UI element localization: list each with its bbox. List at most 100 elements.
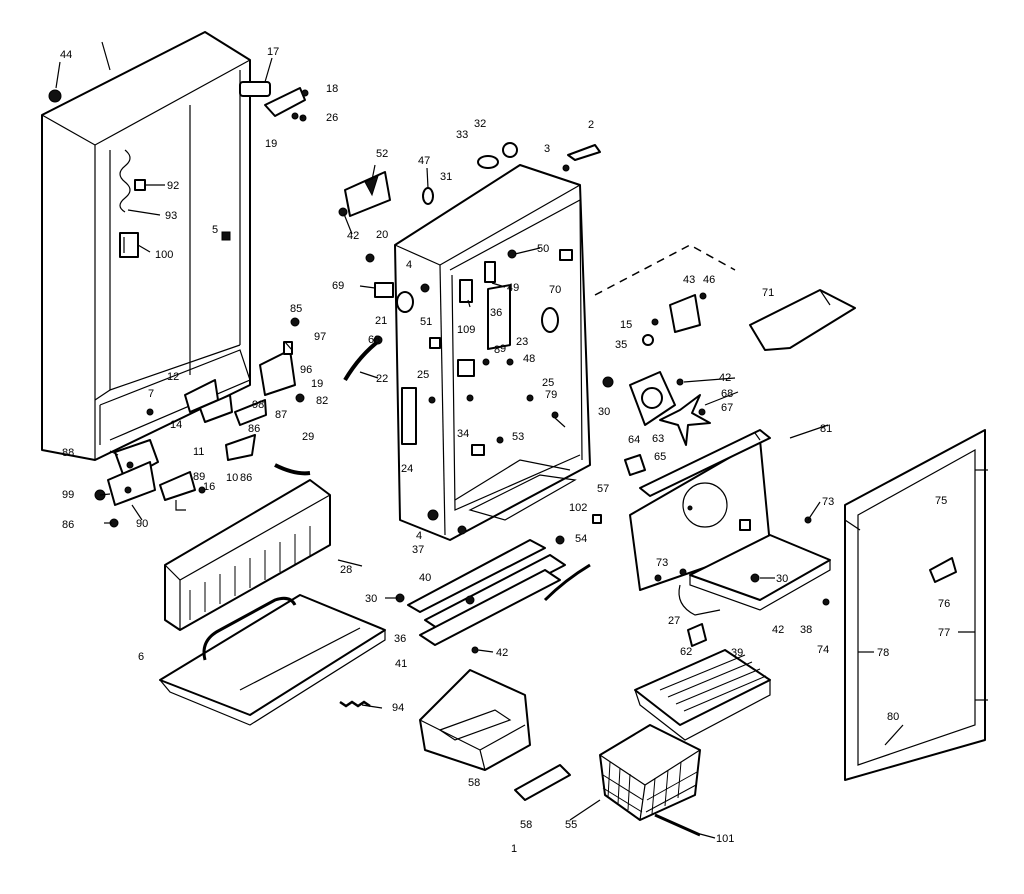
label-67: 67 — [721, 402, 733, 414]
bracket-100 — [119, 232, 139, 258]
label-89: 89 — [193, 471, 205, 483]
door-gasket-75 — [844, 429, 988, 781]
label-14: 14 — [170, 419, 182, 431]
label-48: 48 — [523, 353, 535, 365]
label-8: 8 — [494, 344, 500, 356]
label-102: 102 — [569, 502, 587, 514]
label-24: 24 — [401, 463, 413, 475]
label-15: 15 — [620, 319, 632, 331]
label-23: 23 — [516, 336, 528, 348]
label-76: 76 — [938, 598, 950, 610]
label-32: 32 — [474, 118, 486, 130]
label-44: 44 — [60, 49, 72, 61]
label-10: 10 — [226, 472, 238, 484]
label-51: 51 — [420, 316, 432, 328]
label-71: 71 — [762, 287, 774, 299]
label-64: 64 — [628, 434, 640, 446]
label-96: 96 — [300, 364, 312, 376]
label-42d: 42 — [772, 624, 784, 636]
label-68a: 68 — [368, 334, 380, 346]
label-19b: 19 — [311, 378, 323, 390]
label-90: 90 — [136, 518, 148, 530]
leader-lines — [55, 57, 975, 839]
label-4a: 4 — [406, 259, 412, 271]
tube-29 — [274, 463, 311, 476]
hinge-bottom-parts — [146, 317, 305, 461]
label-47: 47 — [418, 155, 430, 167]
label-28: 28 — [340, 564, 352, 576]
screw-44 — [48, 89, 62, 103]
heater-wire-92 — [119, 149, 146, 213]
label-42a: 42 — [347, 230, 359, 242]
spring-94 — [339, 700, 371, 708]
label-21: 21 — [375, 315, 387, 327]
label-42b: 42 — [719, 372, 731, 384]
label-80: 80 — [887, 711, 899, 723]
label-26: 26 — [326, 112, 338, 124]
label-1: 1 — [511, 843, 517, 855]
label-86a: 86 — [248, 423, 260, 435]
label-2: 2 — [588, 119, 594, 131]
grille-28 — [164, 479, 331, 631]
label-4b: 4 — [416, 530, 422, 542]
label-57: 57 — [597, 483, 609, 495]
label-38: 38 — [800, 624, 812, 636]
shelf-rails-40 — [395, 514, 602, 654]
label-93: 93 — [165, 210, 177, 222]
label-65: 65 — [654, 451, 666, 463]
label-55: 55 — [565, 819, 577, 831]
label-5: 5 — [212, 224, 218, 236]
label-99: 99 — [62, 489, 74, 501]
label-94: 94 — [392, 702, 404, 714]
clip-5 — [221, 231, 231, 241]
label-82: 82 — [316, 395, 328, 407]
label-68b: 68 — [721, 388, 733, 400]
outer-cabinet — [41, 31, 251, 461]
label-41: 41 — [395, 658, 407, 670]
fan-motor-63 — [602, 371, 711, 446]
freezer-liner — [394, 164, 591, 541]
label-73a: 73 — [822, 496, 834, 508]
thermostat-43 — [642, 292, 707, 346]
label-6: 6 — [138, 651, 144, 663]
label-97: 97 — [314, 331, 326, 343]
cabinet-liner-back — [99, 349, 251, 445]
label-35: 35 — [615, 339, 627, 351]
label-30a: 30 — [598, 406, 610, 418]
label-29: 29 — [302, 431, 314, 443]
label-27: 27 — [668, 615, 680, 627]
label-63: 63 — [652, 433, 664, 445]
label-75: 75 — [935, 495, 947, 507]
label-3: 3 — [544, 143, 550, 155]
label-70: 70 — [549, 284, 561, 296]
label-49: 49 — [507, 282, 519, 294]
label-30b: 30 — [365, 593, 377, 605]
label-40: 40 — [419, 572, 431, 584]
label-100: 100 — [155, 249, 173, 261]
label-11: 11 — [193, 446, 204, 458]
wire-basket-55 — [599, 724, 701, 821]
label-42c: 42 — [496, 647, 508, 659]
ice-tray-62 — [634, 649, 771, 741]
crisper-shelf-38 — [654, 516, 831, 616]
label-92: 92 — [167, 180, 179, 192]
tape-101 — [654, 813, 701, 837]
label-34: 34 — [457, 428, 469, 440]
label-78: 78 — [877, 647, 889, 659]
dashed-wire — [594, 244, 736, 296]
label-9: 9 — [500, 343, 506, 355]
label-46: 46 — [703, 274, 715, 286]
label-36b: 36 — [394, 633, 406, 645]
label-58a: 58 — [468, 777, 480, 789]
label-109: 109 — [457, 324, 475, 336]
hinge-17-18 — [239, 81, 309, 122]
label-30c: 30 — [776, 573, 788, 585]
crisper-drawer-58 — [419, 669, 571, 801]
label-73b: 73 — [656, 557, 668, 569]
label-62: 62 — [680, 646, 692, 658]
label-25b: 25 — [542, 377, 554, 389]
label-33: 33 — [456, 129, 468, 141]
label-22: 22 — [376, 373, 388, 385]
